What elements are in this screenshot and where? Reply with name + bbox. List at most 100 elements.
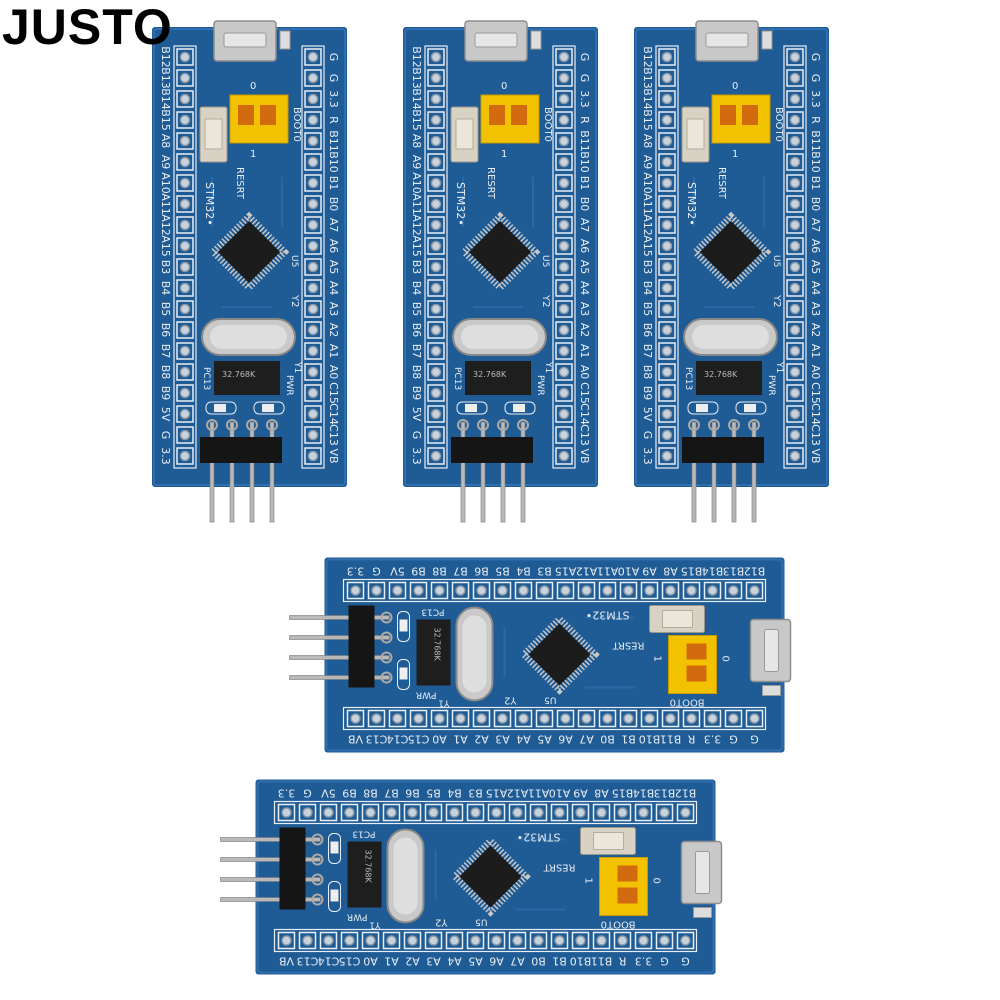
pin-label-right: B0 bbox=[531, 955, 546, 968]
header-pin bbox=[480, 421, 486, 523]
pin-label-left: B4 bbox=[516, 565, 531, 578]
pin-label-left: A12 bbox=[410, 214, 423, 236]
pin-hole bbox=[558, 408, 570, 420]
pin-pad bbox=[466, 931, 485, 950]
pin-hole bbox=[430, 114, 442, 126]
mcu-pins bbox=[450, 836, 531, 917]
pin-label-left: A15 bbox=[641, 235, 654, 257]
pin-pad bbox=[427, 447, 445, 465]
pin-pad bbox=[427, 321, 445, 339]
pin-pad bbox=[304, 342, 322, 360]
pin-label-right: B0 bbox=[600, 733, 615, 746]
pin-pad bbox=[745, 709, 764, 728]
pin-hole bbox=[558, 51, 570, 63]
pin-pad bbox=[658, 342, 676, 360]
pin-hole bbox=[661, 240, 673, 252]
jumper-label-1: 1 bbox=[732, 149, 738, 160]
pin-label-right: R bbox=[809, 116, 822, 124]
pin-hole bbox=[434, 585, 445, 596]
usb-opening bbox=[695, 851, 710, 894]
mcu-chip bbox=[528, 623, 591, 686]
pin-hole bbox=[365, 807, 376, 818]
led-pwr bbox=[253, 401, 285, 415]
pin-label-left: B8 bbox=[363, 787, 378, 800]
pin-hole bbox=[430, 345, 442, 357]
pin-label-left: B7 bbox=[453, 565, 468, 578]
pin-pad bbox=[676, 803, 695, 822]
pin-hole bbox=[430, 93, 442, 105]
crystal2-label: Y1 bbox=[369, 920, 381, 930]
header-housing bbox=[200, 437, 282, 463]
pin-pad bbox=[176, 447, 194, 465]
mcu-pins bbox=[519, 614, 600, 695]
mcu-chip bbox=[217, 220, 281, 284]
pin-label-right: G bbox=[809, 53, 822, 62]
pin-label-right: A6 bbox=[558, 733, 573, 746]
pin-pad bbox=[724, 581, 743, 600]
pin-hole bbox=[430, 240, 442, 252]
pin-label-left: B6 bbox=[405, 787, 420, 800]
header-pad bbox=[517, 419, 529, 431]
pin-label-left: B12 bbox=[159, 46, 172, 68]
pin-label-right: C14 bbox=[578, 403, 591, 425]
pin-label-left: 3.3 bbox=[641, 447, 654, 465]
led-pwr-body bbox=[262, 404, 274, 412]
pin-label-left: B6 bbox=[410, 323, 423, 338]
led-pc13-body bbox=[214, 404, 226, 412]
pin-hole bbox=[558, 366, 570, 378]
pin-label-right: G bbox=[660, 955, 669, 968]
pin-hole bbox=[307, 135, 319, 147]
chip-label: U5 bbox=[544, 695, 556, 705]
pcb-traces bbox=[211, 177, 283, 308]
pin-pad bbox=[427, 405, 445, 423]
pin-pad bbox=[658, 48, 676, 66]
pin-label-left: 5V bbox=[390, 565, 405, 578]
pin-hole bbox=[307, 429, 319, 441]
pin-pad bbox=[451, 709, 470, 728]
pin-label-left: B5 bbox=[410, 302, 423, 317]
pin-label-right: VB bbox=[578, 448, 591, 463]
pin-pad bbox=[388, 709, 407, 728]
pin-hole bbox=[789, 135, 801, 147]
pin-hole bbox=[596, 935, 607, 946]
pin-hole bbox=[558, 345, 570, 357]
pin-label-left: 5V bbox=[410, 407, 423, 422]
crystal2-label: Y1 bbox=[438, 698, 450, 708]
jumper-contact bbox=[617, 865, 638, 882]
pin-label-right: B10 bbox=[578, 151, 591, 173]
pin-label-right: A2 bbox=[327, 323, 340, 338]
header-housing bbox=[279, 827, 306, 910]
pin-hole bbox=[533, 935, 544, 946]
pin-hole bbox=[518, 713, 529, 724]
crystal-top bbox=[210, 325, 287, 349]
pin-hole bbox=[430, 450, 442, 462]
pin-pad bbox=[427, 195, 445, 213]
smd-component bbox=[761, 30, 773, 50]
pin-pad bbox=[555, 48, 573, 66]
pin-pad bbox=[529, 931, 548, 950]
board-pcb: B12B13B14B15A8A9A10A11A12A15B3B4B5B6B7B8… bbox=[220, 779, 723, 975]
osc-marking: 32.768K bbox=[704, 370, 738, 379]
pin-label-right: A5 bbox=[809, 260, 822, 275]
pin-pad bbox=[304, 363, 322, 381]
pin-pad bbox=[555, 279, 573, 297]
pin-pad bbox=[786, 300, 804, 318]
pin-hole bbox=[430, 261, 442, 273]
pin-hole bbox=[497, 713, 508, 724]
pin-label-right: B1 bbox=[327, 176, 340, 191]
pin-pad bbox=[592, 803, 611, 822]
pin-label-left: B8 bbox=[432, 565, 447, 578]
pin-label-left: B13 bbox=[410, 67, 423, 89]
crystal-top bbox=[461, 325, 538, 349]
pin-pad bbox=[598, 709, 617, 728]
pin-label-left: A11 bbox=[597, 565, 619, 578]
reset-button-cap bbox=[204, 118, 223, 150]
pin-pad bbox=[550, 803, 569, 822]
pin-pad bbox=[786, 195, 804, 213]
pin-hole bbox=[307, 177, 319, 189]
pcb-traces bbox=[503, 616, 635, 689]
pin-label-right: VB bbox=[348, 733, 363, 746]
pin-hole bbox=[661, 450, 673, 462]
pin-hole bbox=[476, 585, 487, 596]
